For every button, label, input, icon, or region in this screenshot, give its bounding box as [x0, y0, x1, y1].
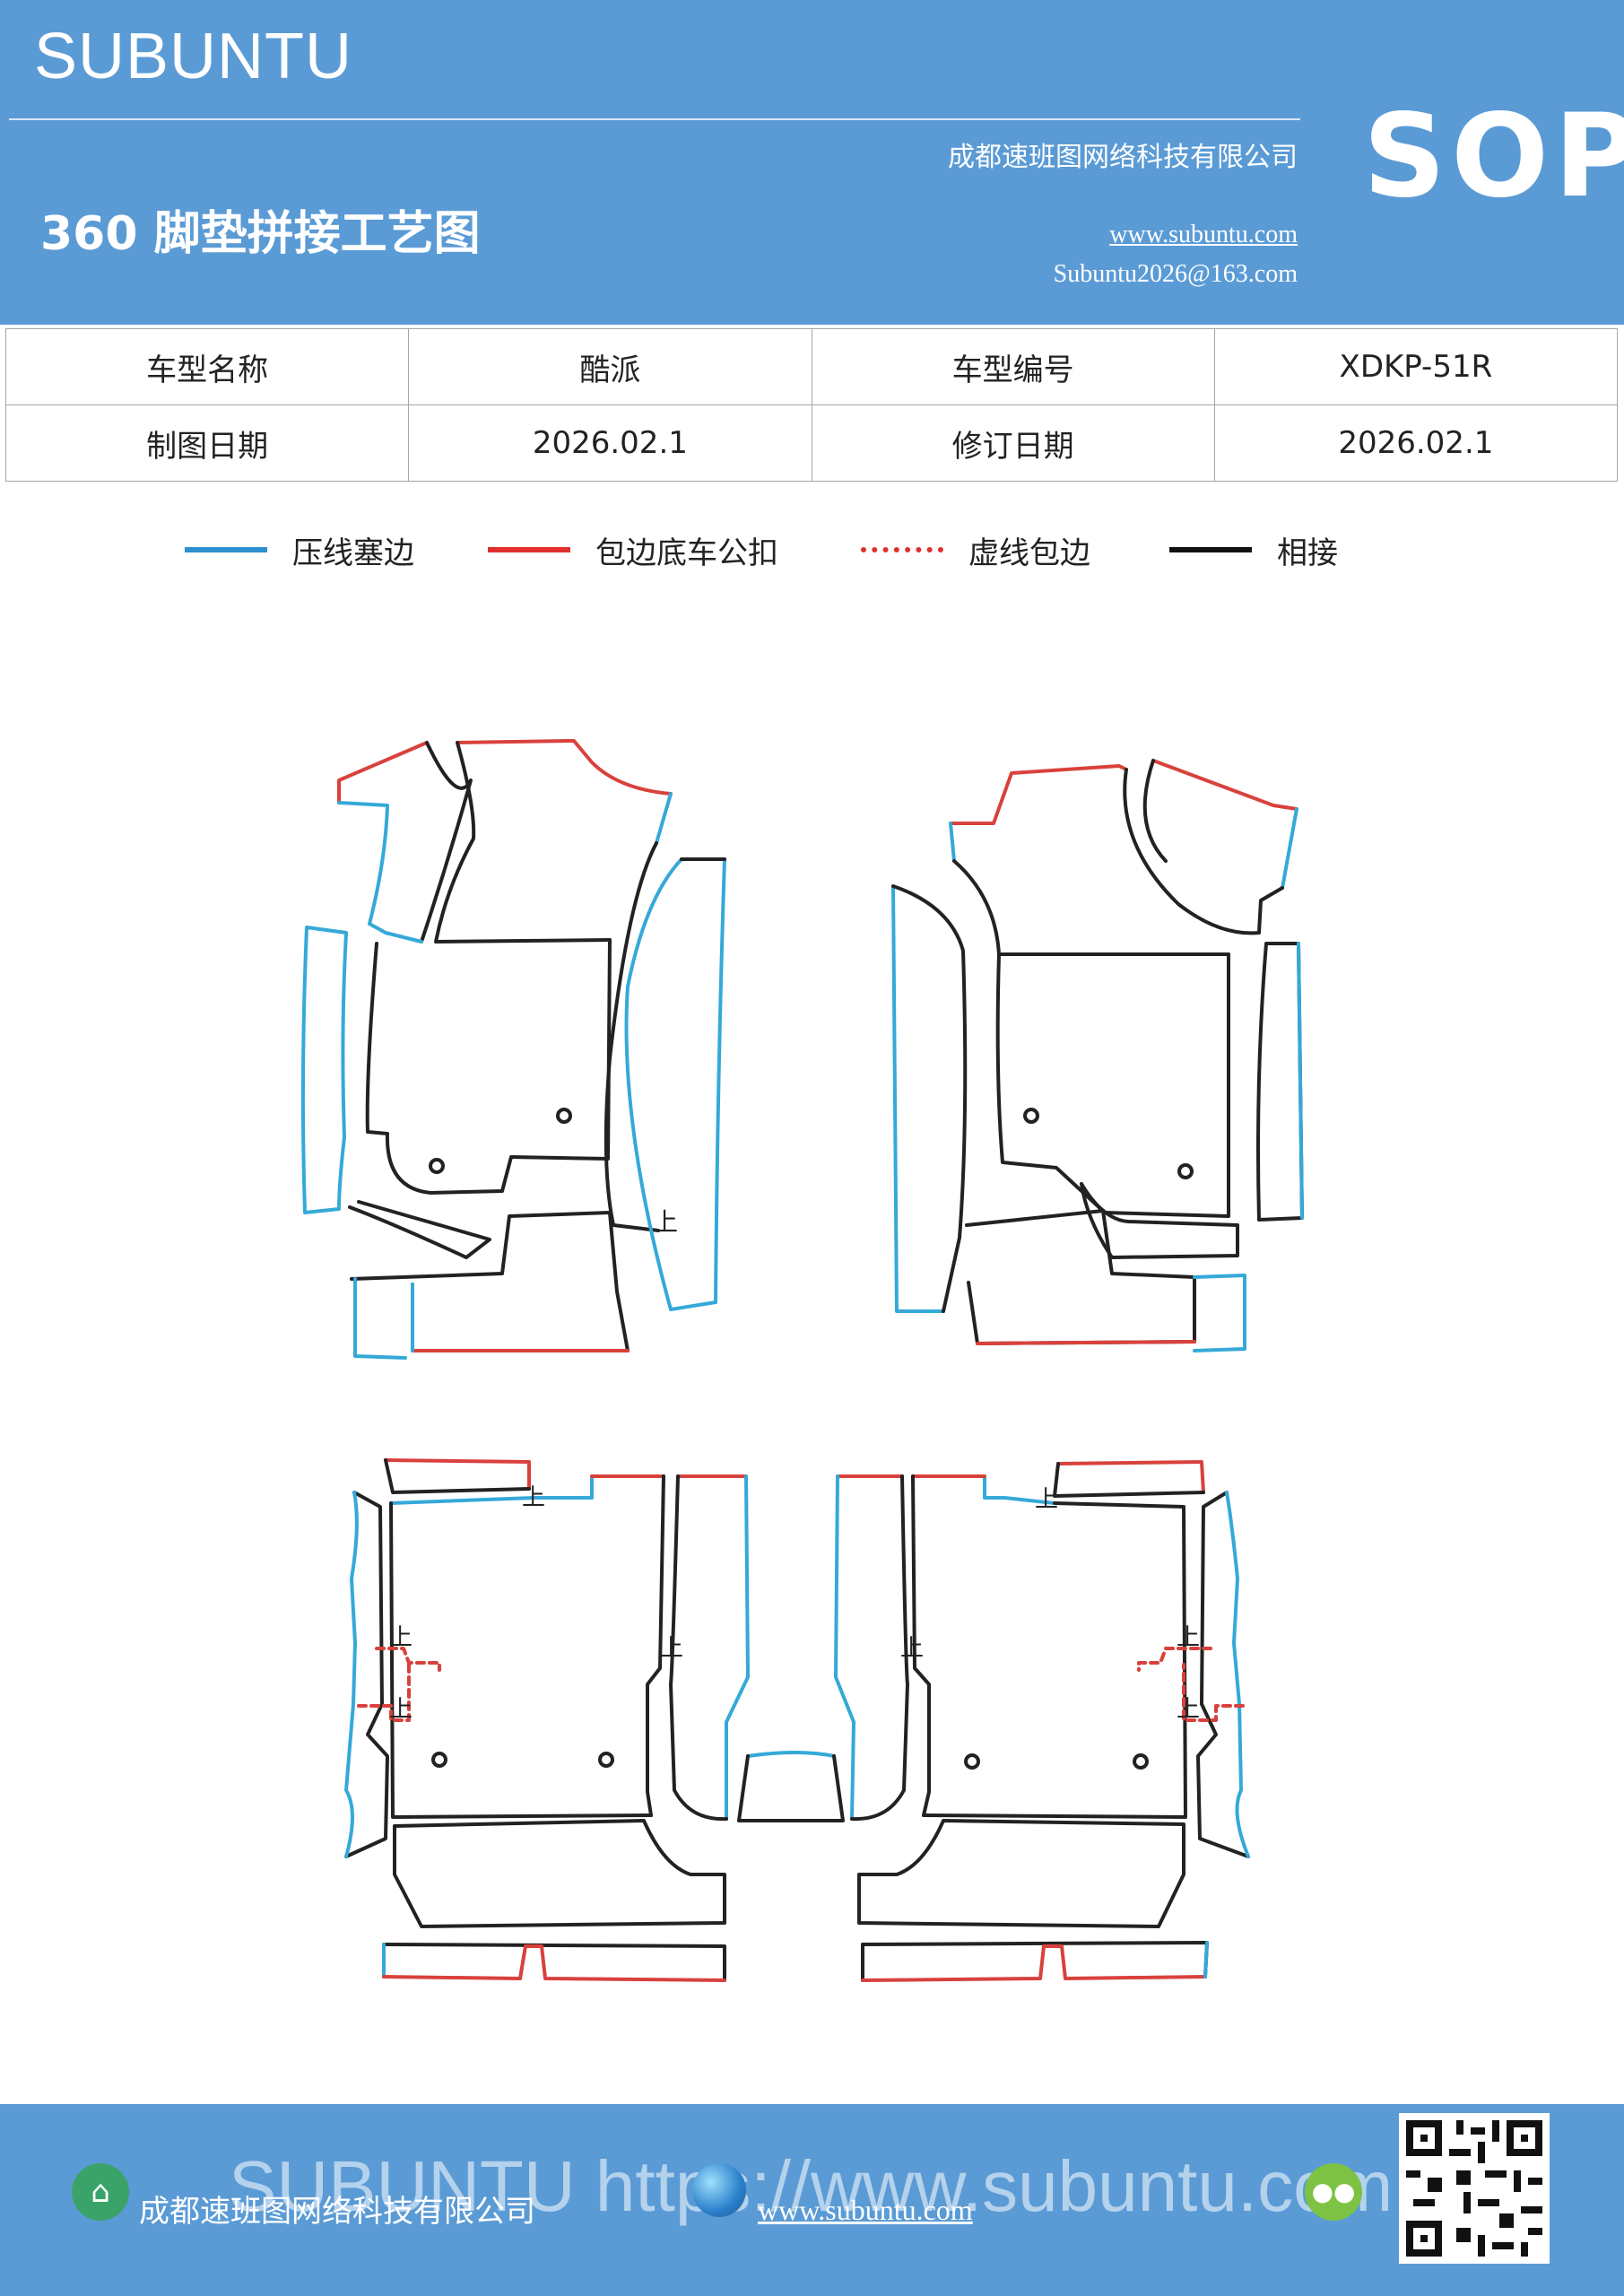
model-name-label: 车型名称 — [4, 328, 410, 405]
up-mark-9: 上 — [1177, 1696, 1200, 1723]
rear-left-mat: 上 上 上 上 — [344, 1458, 750, 1982]
revise-date-value: 2026.02.1 — [1213, 404, 1619, 482]
table-row: 车型名称 酷派 车型编号 XDKP-51R — [4, 328, 1619, 405]
legend-label: 相接 — [1277, 535, 1338, 571]
model-code-value: XDKP-51R — [1213, 328, 1619, 405]
up-mark-7: 上 — [900, 1635, 924, 1662]
page-title: 360 脚垫拼接工艺图 — [40, 207, 481, 261]
footer-website-link[interactable]: www.subuntu.com — [758, 2194, 973, 2226]
blue-line-swatch — [185, 547, 267, 552]
footer-watermark: SUBUNTU https://www.subuntu.com — [229, 2146, 1394, 2226]
red-dashed-swatch — [861, 547, 943, 552]
center-hump-mat — [737, 1751, 845, 1822]
header-banner: SUBUNTU 成都速班图网络科技有限公司 360 脚垫拼接工艺图 www.su… — [0, 0, 1624, 325]
vehicle-info-table: 车型名称 酷派 车型编号 XDKP-51R 制图日期 2026.02.1 修订日… — [4, 328, 1619, 482]
website-link[interactable]: www.subuntu.com — [1109, 221, 1298, 248]
legend-item-join: 相接 — [1169, 527, 1338, 572]
front-right-mat — [891, 759, 1304, 1352]
legend-label: 压线塞边 — [292, 535, 414, 571]
company-name: 成都速班图网络科技有限公司 — [948, 142, 1298, 173]
footer-company: 成都速班图网络科技有限公司 — [139, 2194, 535, 2230]
up-mark-1: 上 — [653, 1207, 678, 1237]
globe-icon — [692, 2163, 746, 2217]
legend-item-dashed-wrap: 虚线包边 — [861, 527, 1090, 572]
brand-name: SUBUNTU — [34, 21, 353, 92]
model-code-label: 车型编号 — [811, 328, 1215, 405]
up-mark-6: 上 — [1035, 1486, 1058, 1513]
red-line-swatch — [488, 547, 570, 552]
wechat-icon: ●● — [1305, 2163, 1362, 2221]
up-mark-5: 上 — [389, 1696, 413, 1723]
email-address: Subuntu2026@163.com — [1053, 260, 1298, 288]
qr-code — [1399, 2113, 1550, 2264]
line-legend: 压线塞边 包边底车公扣 虚线包边 相接 — [0, 527, 1624, 572]
model-name-value: 酷派 — [408, 328, 812, 405]
header-divider — [9, 118, 1300, 120]
sop-badge: SOP — [1363, 90, 1624, 223]
legend-label: 虚线包边 — [968, 535, 1090, 571]
up-mark-3: 上 — [660, 1635, 683, 1662]
revise-date-label: 修订日期 — [811, 404, 1215, 482]
table-row: 制图日期 2026.02.1 修订日期 2026.02.1 — [4, 404, 1619, 482]
draw-date-value: 2026.02.1 — [408, 404, 812, 482]
draw-date-label: 制图日期 — [4, 404, 410, 482]
rear-right-mat: 上 上 上 上 — [834, 1460, 1250, 1982]
floor-mat-diagram: 上 — [300, 739, 1304, 1982]
black-line-swatch — [1169, 547, 1252, 552]
up-mark-2: 上 — [522, 1484, 545, 1511]
up-mark-4: 上 — [389, 1624, 413, 1651]
legend-item-wrap-edge: 包边底车公扣 — [488, 527, 778, 572]
legend-label: 包边底车公扣 — [595, 535, 778, 571]
up-mark-8: 上 — [1177, 1624, 1200, 1651]
legend-item-press-edge: 压线塞边 — [185, 527, 414, 572]
building-icon: ⌂ — [72, 2163, 129, 2221]
front-left-mat: 上 — [300, 739, 726, 1360]
